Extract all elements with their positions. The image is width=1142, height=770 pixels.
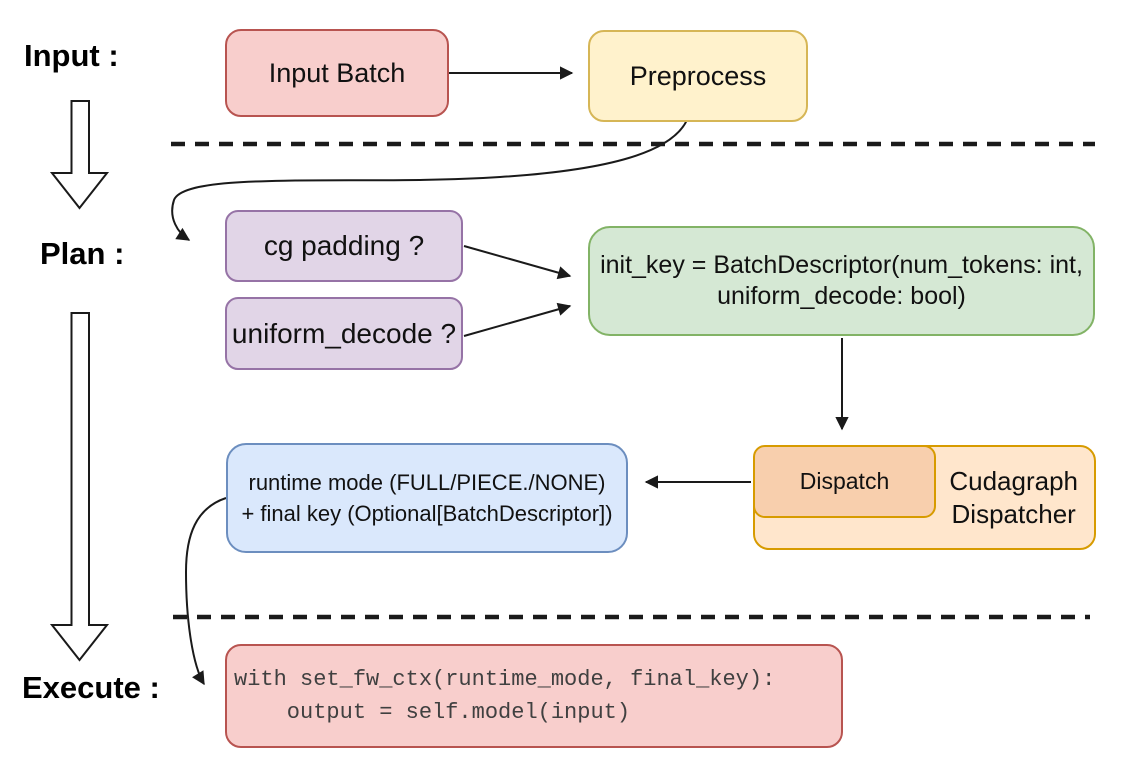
node-runtime-mode: runtime mode (FULL/PIECE./NONE) + final …	[226, 443, 628, 553]
arrow-cgpadding-to-initkey	[463, 245, 572, 280]
arrow-preprocess-to-cgpadding	[171, 119, 688, 241]
stage-label-plan: Plan :	[40, 236, 125, 271]
stage-label-input: Input :	[24, 38, 119, 73]
node-cg-padding: cg padding ?	[225, 210, 463, 282]
arrow-uniformdecode-to-initkey	[463, 302, 572, 337]
arrow-runtimemode-to-execute	[184, 497, 227, 686]
node-dispatch: Dispatch	[753, 445, 936, 518]
node-uniform-decode: uniform_decode ?	[225, 297, 463, 370]
stage-arrow-plan-to-execute-icon	[49, 312, 110, 662]
node-input-batch: Input Batch	[225, 29, 449, 117]
stage-arrow-input-to-plan-icon	[49, 100, 110, 210]
node-init-key: init_key = BatchDescriptor(num_tokens: i…	[588, 226, 1095, 336]
node-preprocess: Preprocess	[588, 30, 808, 122]
stage-label-execute: Execute :	[22, 670, 160, 705]
node-execute-code: with set_fw_ctx(runtime_mode, final_key)…	[225, 644, 843, 748]
